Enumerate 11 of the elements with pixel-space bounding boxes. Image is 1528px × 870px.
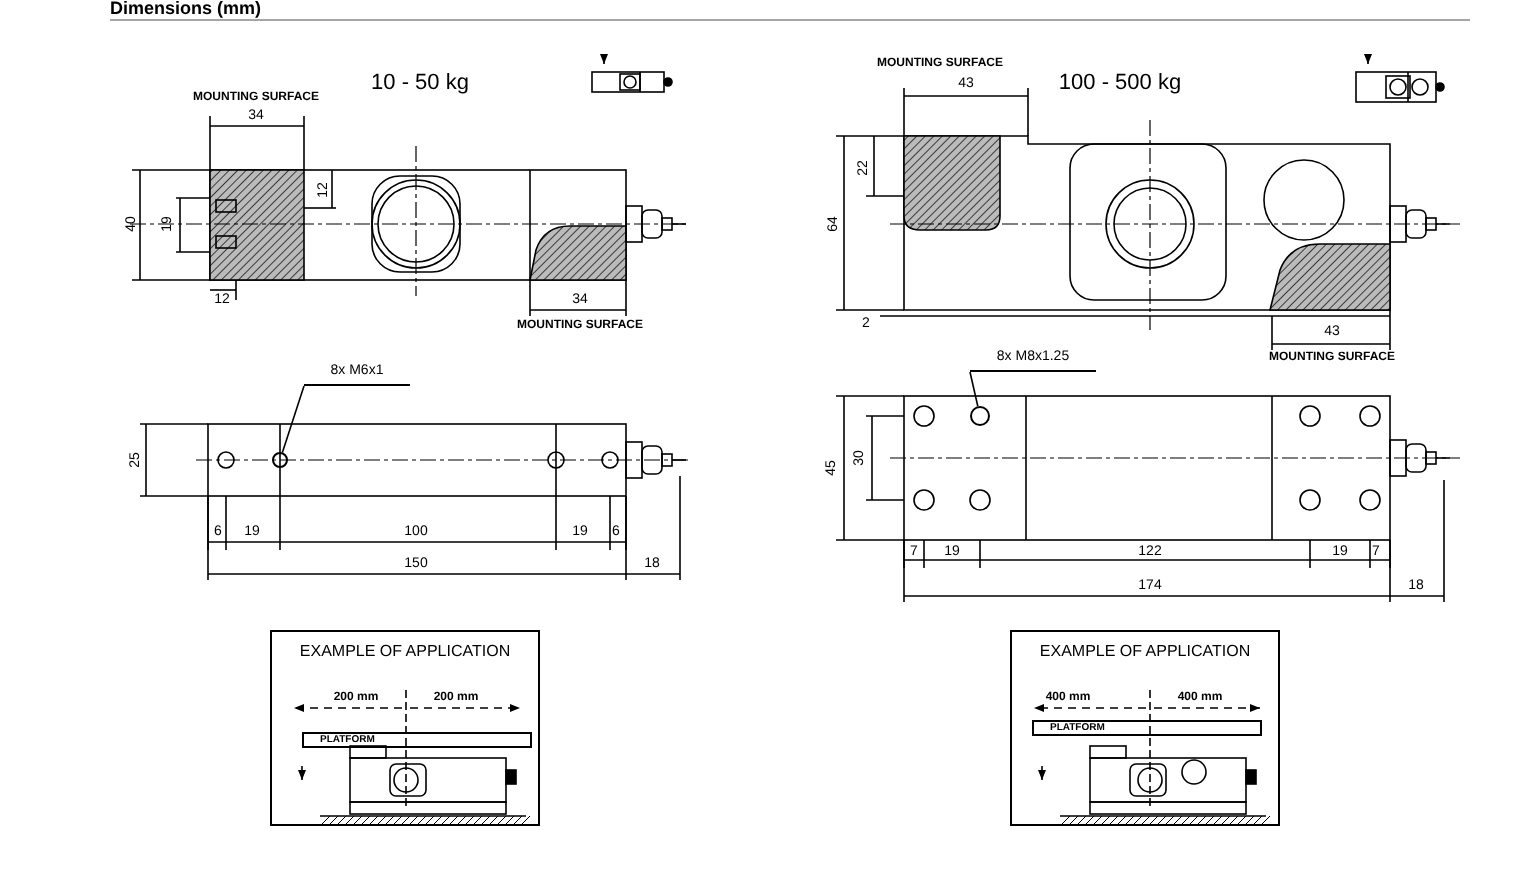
capacity-heading: 100 - 500 kg — [1058, 73, 1182, 95]
panel-heading: EXAMPLE OF APPLICATION — [1037, 644, 1253, 660]
section-heading: Dimensions (mm) — [110, 0, 262, 18]
example-panel — [1010, 630, 1280, 826]
capacity-heading: 10 - 50 kg — [371, 73, 469, 95]
bolt-hole — [272, 452, 288, 468]
leader-line — [281, 385, 305, 454]
example-panel — [270, 630, 540, 826]
panel-heading: EXAMPLE OF APPLICATION — [297, 644, 513, 660]
leader-line — [969, 371, 979, 407]
bolt-hole — [970, 406, 990, 426]
